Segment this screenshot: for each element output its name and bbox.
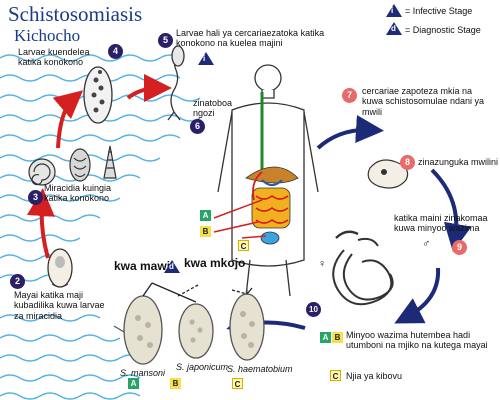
red-arrows [26, 74, 172, 259]
legend-infective-label: = Infective Stage [405, 6, 473, 16]
diagnostic-stage-marker: d [164, 260, 180, 273]
square-a-legend: A [320, 332, 331, 343]
male-symbol: ♂ [422, 238, 431, 250]
cercaria-drawing [167, 45, 185, 121]
square-b-legend: B [332, 332, 343, 343]
step-9-marker: 9 [452, 240, 467, 255]
sporocyst-drawing [83, 66, 113, 124]
step-2-marker: 2 [10, 274, 25, 289]
schistosomulum-drawing [367, 159, 409, 189]
step-10-number: 10 [309, 305, 318, 314]
step-2-caption: Miracidia kuingia katika konokono [44, 183, 112, 204]
square-a-body: A [200, 210, 211, 221]
step-3-marker: 3 [28, 190, 43, 205]
step-6-marker: 6 [190, 119, 205, 134]
internal-organs-drawing [245, 92, 299, 245]
step-6-caption: cercariae zapoteza mkia na kuwa schistos… [362, 86, 485, 117]
miracidium-drawing [47, 248, 73, 288]
s-japonicum-label: S. japonicum [176, 362, 229, 372]
snail-drawings [28, 145, 117, 186]
step-7-marker: 7 [342, 88, 357, 103]
step-4-caption: Larvae hali ya cercariaezatoka katika ko… [176, 28, 325, 49]
square-c-legend: C [330, 370, 341, 381]
page-subtitle: Kichocho [14, 26, 81, 45]
square-c-haematobium: C [232, 378, 243, 389]
step-3-caption: Larvae kuendelea katika konokono [18, 47, 90, 68]
egg-drawings [113, 286, 265, 365]
step-10-marker [306, 302, 321, 317]
s-mansoni-label: S. mansoni [120, 368, 166, 378]
infective-stage-marker: i [198, 52, 214, 65]
adult-worms-drawing [332, 230, 394, 306]
square-a-mansoni: A [128, 378, 139, 389]
s-haematobium-label: S. haematobium [227, 364, 293, 374]
njia-ya-kibovu-label: Njia ya kibovu [346, 371, 403, 381]
square-b-japonicum: B [170, 378, 181, 389]
page-title: Schistosomiasis [8, 2, 143, 26]
kwa-mkojo-label: kwa mkojo [184, 256, 246, 270]
step-5-marker: 5 [158, 33, 173, 48]
pointer-lines [213, 199, 267, 239]
female-symbol: ♀ [318, 258, 327, 270]
step-5-caption: zinatoboa ngozi [193, 98, 233, 119]
square-c-body: C [238, 240, 249, 251]
diagnostic-stage-icon: d [386, 22, 402, 35]
step-8-marker: 8 [400, 155, 415, 170]
square-b-body: B [200, 226, 211, 237]
step-9-caption: Minyoo wazima hutembea hadi utumboni na … [346, 330, 488, 351]
egg-pointer-lines [142, 282, 253, 303]
kwa-mawi-label: kwa mawi [114, 259, 171, 273]
step-1-caption: Mayai katika maji kubadilika kuwa larvae… [14, 290, 105, 321]
step-7-caption: zinazunguka mwilini [418, 157, 499, 167]
step-8-caption: katika maini zinakomaa kuwa minyoo wazim… [394, 213, 488, 234]
legend-diagnostic-label: = Diagnostic Stage [405, 25, 481, 35]
infective-stage-icon: i [386, 4, 402, 17]
step-4-marker: 4 [108, 44, 123, 59]
